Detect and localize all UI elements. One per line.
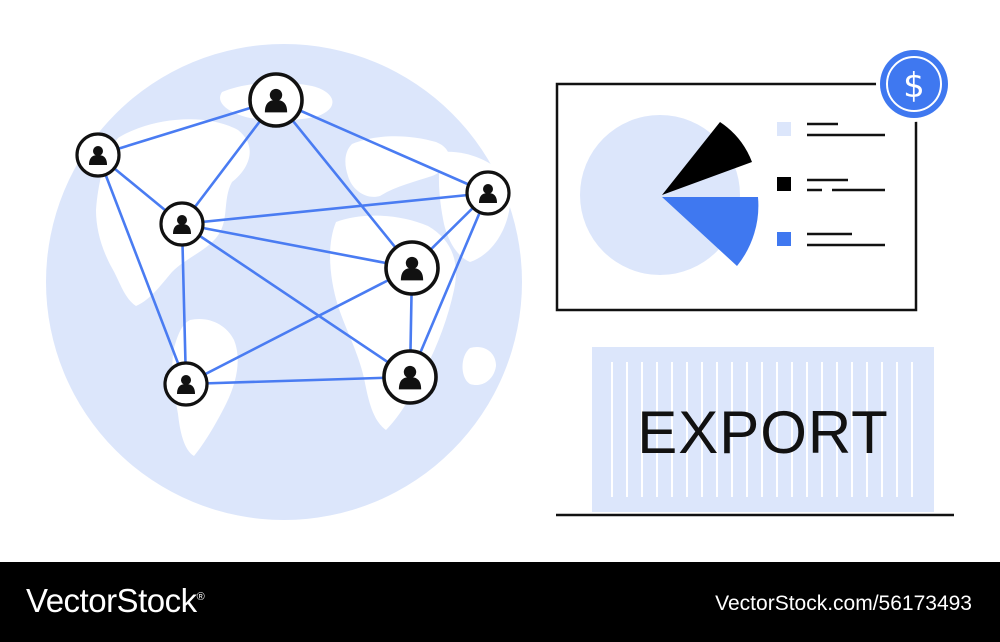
brand-registered-mark: ® [196,591,205,603]
user-head [93,146,103,156]
brand-name: VectorStock [26,582,197,619]
network-link [184,375,412,386]
user-body [264,100,288,113]
network-node [384,240,440,296]
legend [777,122,885,247]
user-body [89,155,107,165]
legend-swatch-black [777,177,791,191]
user-icon [479,184,497,203]
network-link [274,98,414,270]
network-node [159,201,205,247]
user-icon [173,215,191,234]
footer-bar: VectorStock® VectorStock.com/56173493 [0,562,1000,642]
user-head [177,215,187,225]
dollar-icon: $ [876,46,952,122]
shipping-container-icon [556,347,954,517]
badge-disc [880,50,948,118]
network-link [184,266,414,386]
footer-url[interactable]: VectorStock.com/56173493 [715,592,972,615]
network-node [163,361,209,407]
pie-chart-icon [580,115,759,275]
network-node [248,72,304,128]
illustration-canvas: $ [46,44,954,520]
network-node [465,170,511,216]
pie-blue-slice [662,197,759,266]
network-link [96,98,278,157]
presentation-board: $ [555,46,952,312]
user-body [398,377,422,390]
network-node [75,132,121,178]
user-icon [400,256,424,281]
user-icon [177,375,195,394]
legend-swatch-light [777,122,791,136]
user-icon [264,88,288,113]
network-nodes [75,72,511,407]
user-head [483,184,493,194]
network-link [96,153,188,386]
pie-black-slice [662,122,752,195]
user-icon [89,146,107,165]
user-head [269,88,283,102]
user-head [403,365,417,379]
container-ribs [611,362,913,497]
network-link [180,222,414,270]
badge-ring [886,56,942,112]
network-link [180,222,412,379]
user-head [181,375,191,385]
footer-brand[interactable]: VectorStock® [26,582,205,620]
user-body [173,224,191,234]
network-node [382,349,438,405]
user-icon [398,365,422,390]
network-link [180,222,188,386]
network-link [274,98,490,195]
legend-swatch-blue [777,232,791,246]
user-body [177,384,195,394]
network-link [408,191,490,379]
badge-symbol: $ [903,66,925,106]
user-body [400,268,424,281]
continent-europe [345,136,450,197]
island-east [462,346,496,386]
user-head [405,256,419,270]
user-body [479,193,497,203]
network-link [180,191,490,226]
